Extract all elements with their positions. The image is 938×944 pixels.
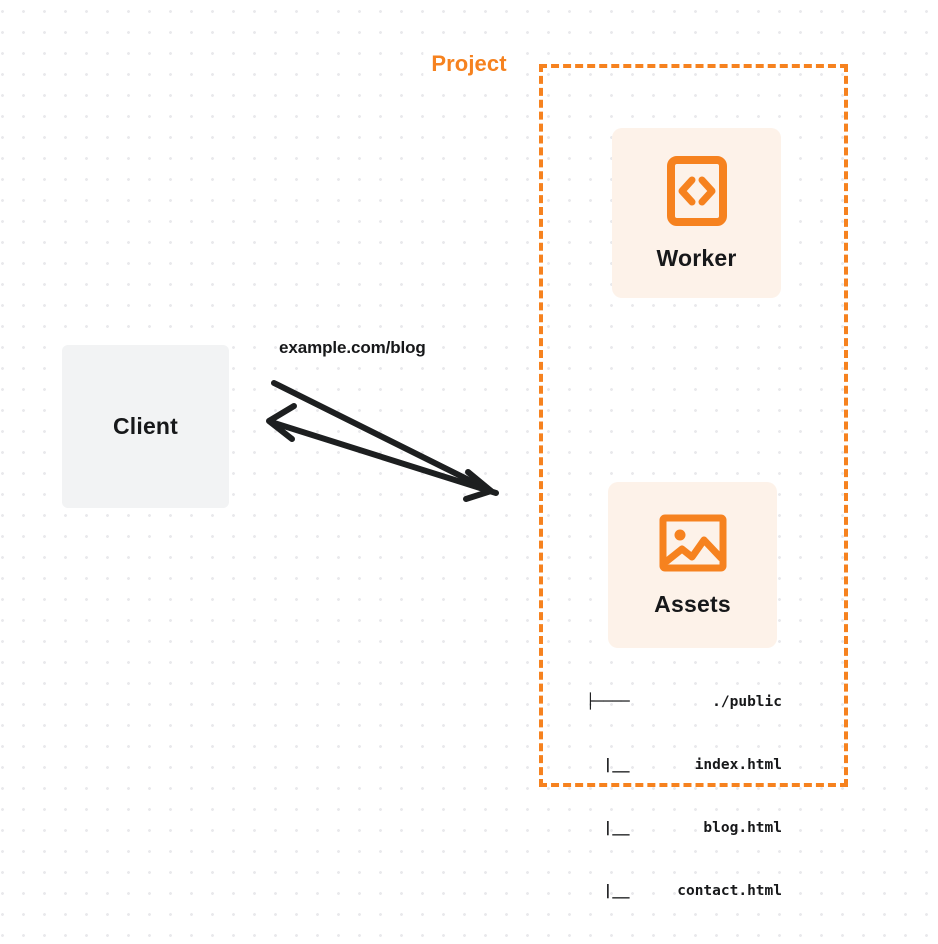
response-arrow bbox=[266, 403, 499, 496]
file-tree-row: |__ contact.html bbox=[586, 881, 782, 902]
project-title: Project bbox=[423, 51, 515, 77]
assets-file-tree: ├──── ./public |__ index.html |__ blog.h… bbox=[586, 650, 782, 944]
client-label: Client bbox=[112, 413, 179, 439]
diagram-canvas: Client example.com/blog Project Worker bbox=[62, 51, 848, 899]
tree-branch-glyph: ├──── bbox=[586, 694, 630, 710]
worker-node[interactable]: Worker bbox=[612, 128, 781, 298]
tree-branch-glyph: |__ bbox=[586, 883, 630, 899]
tree-item-label: ./public bbox=[712, 694, 782, 710]
tree-item-label: blog.html bbox=[703, 820, 782, 836]
tree-branch-glyph: |__ bbox=[586, 820, 630, 836]
file-tree-row: |__ index.html bbox=[586, 755, 782, 776]
worker-label: Worker bbox=[656, 244, 737, 271]
tree-item-label: index.html bbox=[694, 757, 782, 773]
file-tree-row: |__ blog.html bbox=[586, 818, 782, 839]
file-tree-row: ├──── ./public bbox=[586, 692, 782, 713]
connection-label: example.com/blog bbox=[279, 338, 426, 357]
assets-label: Assets bbox=[654, 590, 731, 617]
code-brackets-icon bbox=[666, 155, 728, 227]
tree-item-label: contact.html bbox=[677, 883, 782, 899]
image-icon bbox=[658, 513, 728, 573]
project-container bbox=[539, 64, 848, 787]
connection-arrows bbox=[266, 380, 499, 502]
assets-node[interactable]: Assets bbox=[608, 482, 777, 648]
client-node[interactable]: Client bbox=[62, 345, 229, 508]
tree-branch-glyph: |__ bbox=[586, 757, 630, 773]
